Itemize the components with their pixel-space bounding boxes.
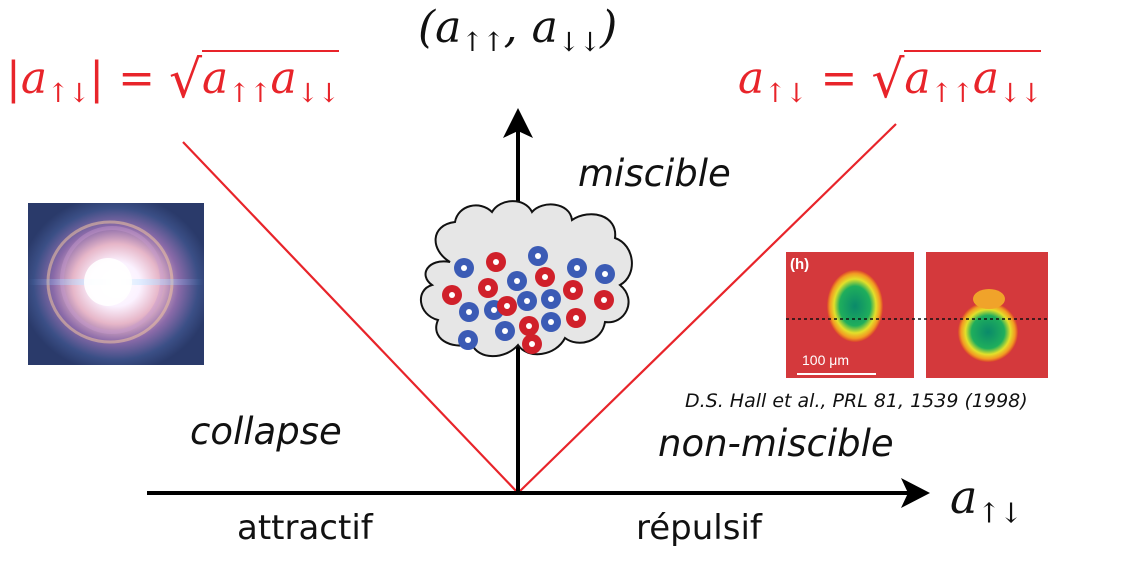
- explosion-image: [28, 203, 204, 365]
- axis-word-attractif: attractif: [237, 508, 373, 548]
- particle-core: [526, 323, 532, 329]
- region-label-non-miscible: non-miscible: [658, 422, 894, 465]
- particle-core: [542, 274, 548, 280]
- atom-cloud-icon: [420, 200, 633, 358]
- particle-core: [502, 328, 508, 334]
- vertical-axis-label: (a↑↑, a↓↓): [418, 2, 618, 59]
- sqrt-icon: √: [871, 50, 905, 111]
- horizontal-axis-label: a↑↓: [950, 470, 1023, 530]
- particle-core: [449, 292, 455, 298]
- region-label-miscible: miscible: [578, 152, 731, 195]
- particle-core: [466, 309, 472, 315]
- cloud-image-right: [958, 302, 1018, 362]
- left-condition-equation: |a↑↓| = √a↑↑a↓↓: [6, 50, 340, 111]
- particle-core: [524, 298, 530, 304]
- particle-core: [461, 265, 467, 271]
- particle-core: [529, 341, 535, 347]
- axis-word-repulsif: répulsif: [636, 508, 762, 548]
- particle-core: [601, 297, 607, 303]
- left-boundary-line: [182, 141, 519, 494]
- right-boundary-line: [517, 123, 897, 494]
- right-condition-equation: a↑↓ = √a↑↑a↓↓: [738, 50, 1042, 111]
- particle-core: [573, 315, 579, 321]
- particle-core: [485, 285, 491, 291]
- particle-core: [574, 265, 580, 271]
- inset-scale-label: 100 μm: [802, 352, 849, 368]
- sqrt-icon: √: [168, 50, 203, 111]
- experiment-inset: [786, 252, 1048, 378]
- vertical-arrow-icon: [503, 108, 533, 138]
- particle-core: [602, 271, 608, 277]
- particle-core: [548, 319, 554, 325]
- cloud-image-left: [827, 270, 883, 342]
- particle-core: [548, 296, 554, 302]
- inset-panel-label: (h): [790, 256, 810, 273]
- particle-core: [514, 278, 520, 284]
- horizontal-arrow-icon: [901, 478, 930, 508]
- reference-citation: D.S. Hall et al., PRL 81, 1539 (1998): [685, 390, 1028, 412]
- particle-core: [491, 307, 497, 313]
- particle-core: [465, 337, 471, 343]
- particle-core: [570, 287, 576, 293]
- particle-core: [493, 259, 499, 265]
- region-label-collapse: collapse: [190, 410, 342, 453]
- particle-core: [504, 303, 510, 309]
- particle-core: [535, 253, 541, 259]
